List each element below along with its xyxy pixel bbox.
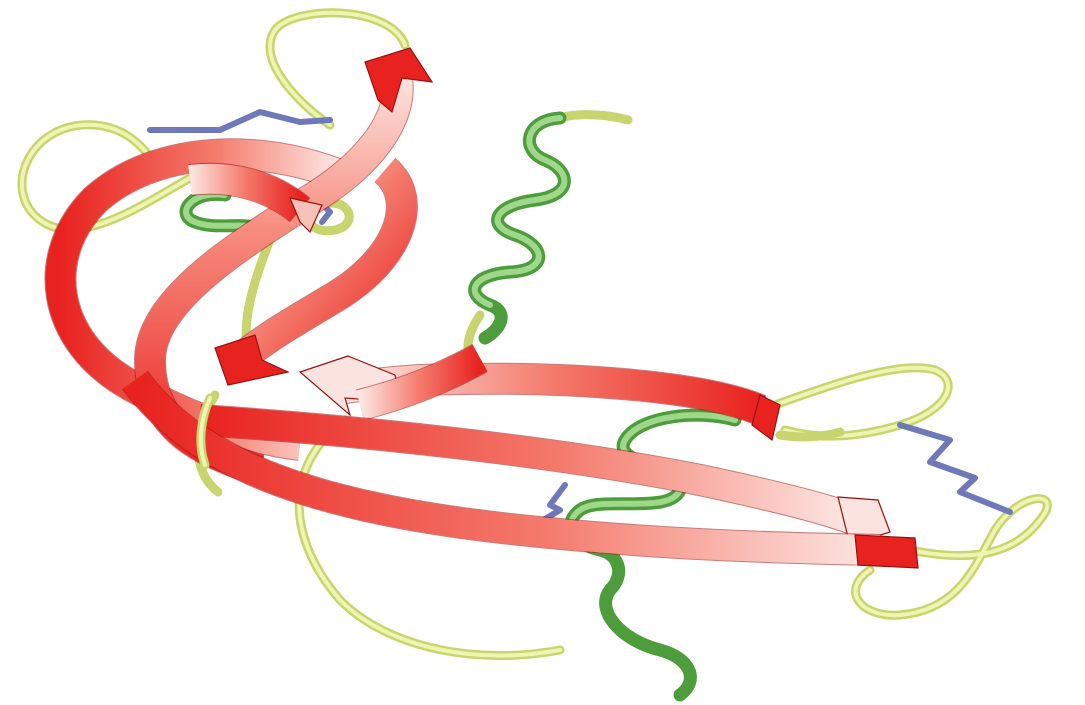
beta-strand-lower-b-end: [855, 535, 918, 568]
coil-right-upper-loop-highlight: [775, 368, 948, 436]
coil-helix-top-end: [560, 115, 628, 120]
disulfide-bond-right: [900, 425, 1010, 512]
coil-front-right: [780, 432, 840, 437]
disulfide-bond-top: [150, 112, 330, 130]
